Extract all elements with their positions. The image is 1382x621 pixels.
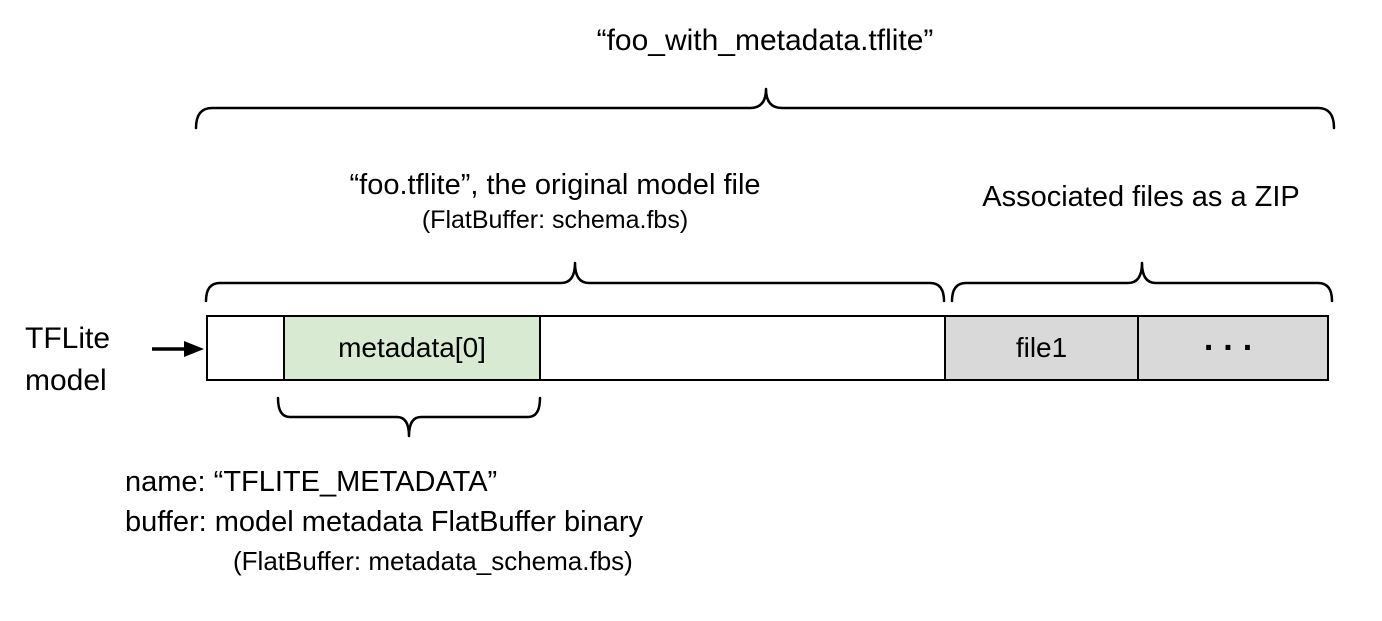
segment-model-body — [539, 317, 944, 379]
brace-metadata-buffer — [276, 396, 542, 438]
segment-metadata: metadata[0] — [283, 317, 539, 379]
brace-original-model — [204, 261, 946, 303]
tflite-model-label-line1: TFLite — [25, 322, 111, 355]
metadata-note-name: name: “TFLITE_METADATA” — [125, 466, 498, 498]
segment-metadata-label: metadata[0] — [338, 332, 486, 363]
metadata-note-buffer: buffer: model metadata FlatBuffer binary — [125, 506, 643, 538]
original-model-label-line1: “foo.tflite”, the original model file — [349, 169, 761, 201]
model-file-bar: metadata[0] file1 ... — [206, 315, 1329, 381]
segment-file1-label: file1 — [1015, 332, 1068, 363]
tflite-model-label-line2: model — [25, 364, 107, 397]
metadata-note-schema: (FlatBuffer: metadata_schema.fbs) — [233, 546, 633, 576]
packed-file-title: “foo_with_metadata.tflite” — [596, 24, 934, 57]
original-model-label-line2: (FlatBuffer: schema.fbs) — [421, 206, 689, 234]
tflite-model-label: TFLite model — [25, 318, 110, 402]
segment-header — [208, 317, 283, 379]
brace-foo-with-metadata — [194, 87, 1336, 130]
arrow-icon — [152, 341, 204, 357]
segment-more-files-label: ... — [1203, 319, 1263, 358]
brace-associated-files — [950, 261, 1334, 303]
metadata-note: name: “TFLITE_METADATA” buffer: model me… — [125, 462, 643, 580]
associated-files-label: Associated files as a ZIP — [982, 181, 1300, 213]
original-model-label: “foo.tflite”, the original model file (F… — [349, 167, 760, 236]
segment-more-files: ... — [1137, 317, 1327, 379]
segment-file1: file1 — [944, 317, 1137, 379]
